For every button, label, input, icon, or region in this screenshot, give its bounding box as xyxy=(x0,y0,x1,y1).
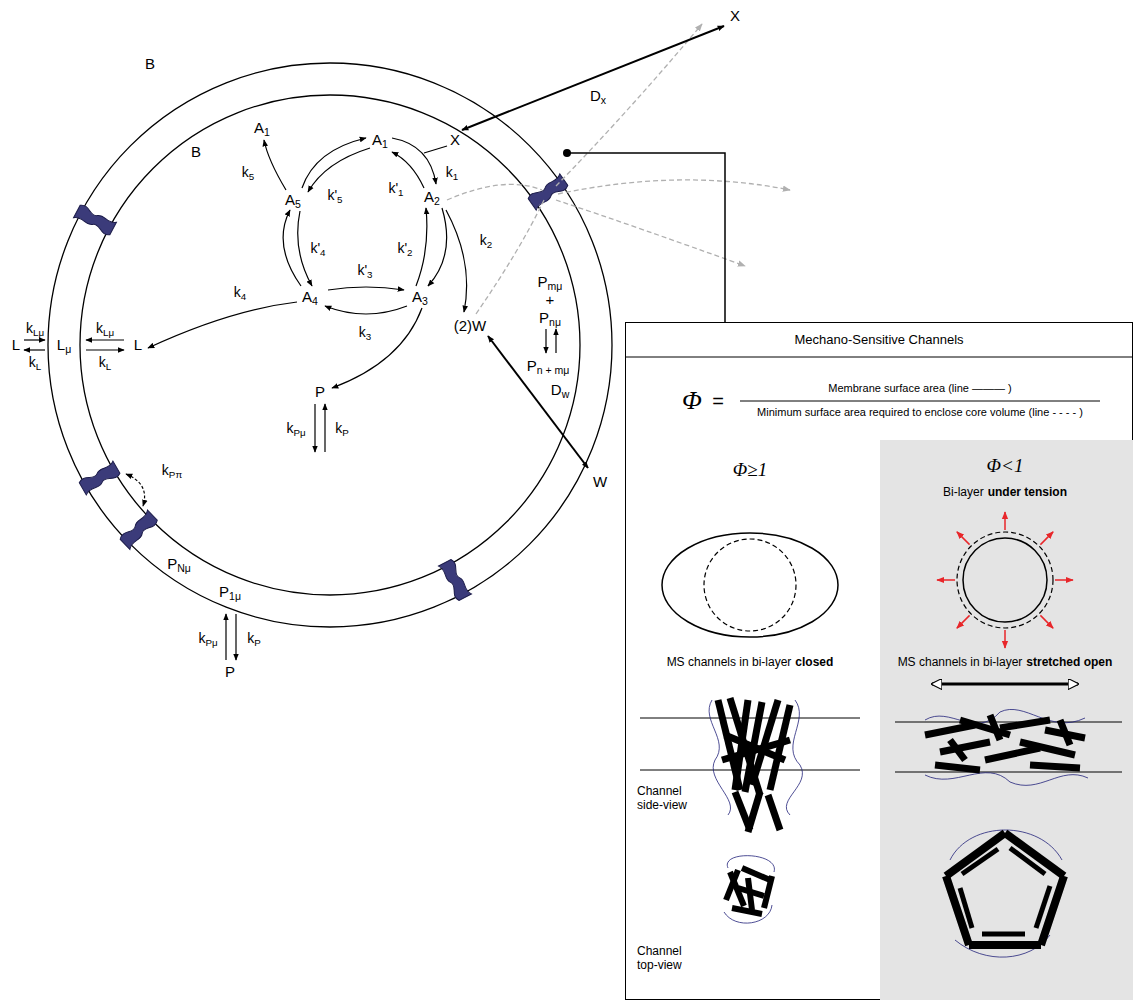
species-label: B xyxy=(191,143,201,161)
rate-constant: k5 xyxy=(242,164,254,181)
membrane-species: Lμ xyxy=(56,336,72,354)
rate-constant: kPπ xyxy=(162,462,182,479)
rate-constant: kL xyxy=(29,354,41,371)
caption-emphasis: closed xyxy=(795,655,833,669)
species-label: A1 xyxy=(372,131,388,149)
caption-text: MS channels in bi-layer xyxy=(667,655,792,669)
channel-open-side xyxy=(925,715,1085,770)
channel-loops xyxy=(709,700,1088,957)
rate-constant: k'5 xyxy=(327,187,342,204)
callout-connector xyxy=(612,153,725,322)
symbol: Φ xyxy=(682,385,702,416)
reaction-arrows xyxy=(24,26,724,660)
species-label: P xyxy=(225,663,235,681)
rate-constant: k'2 xyxy=(397,240,412,257)
rate-constant: kL xyxy=(99,354,111,371)
bilayer-lines xyxy=(640,718,1122,772)
species-label: A2 xyxy=(424,188,440,206)
rate-constant: kP xyxy=(335,420,349,437)
channel-closed-top xyxy=(726,868,772,914)
species-label: A3 xyxy=(412,288,428,306)
species-label: A1 xyxy=(254,119,270,137)
species-label: Pmμ xyxy=(538,273,563,291)
channel-closed-side xyxy=(718,698,790,832)
species-label: + xyxy=(546,291,555,309)
species-label: A4 xyxy=(302,288,318,306)
caption-emphasis: under tension xyxy=(988,485,1067,499)
condition-label: Φ<1 xyxy=(987,455,1024,478)
fraction-term: Minimum surface area required to enclose… xyxy=(757,406,1083,419)
species-label: X xyxy=(730,7,740,25)
species-label: L xyxy=(12,336,20,354)
species-label: W xyxy=(593,473,607,491)
bilayer-leaflet xyxy=(48,63,612,627)
species-label: A5 xyxy=(285,191,301,209)
caption-text: MS channels in bi-layer xyxy=(898,655,1023,669)
fraction-term: Membrane surface area (line ——— ) xyxy=(828,382,1011,395)
symbol: = xyxy=(712,389,724,413)
species-label: (2)W xyxy=(454,317,487,335)
species-label: Pnμ xyxy=(539,309,561,327)
species-label: Dx xyxy=(590,87,606,105)
inset-rules xyxy=(625,357,1133,401)
grey-efflux-paths xyxy=(447,24,790,314)
tension-panel: Φ<1Bi-layer under tension MS channels in b… xyxy=(880,440,1133,1000)
rate-constant: k'3 xyxy=(357,262,372,279)
rate-constant: kP xyxy=(247,630,261,647)
species-label: B xyxy=(145,55,155,73)
caption-text: Bi-layer xyxy=(943,485,984,499)
membrane-species: P1μ xyxy=(218,583,242,601)
caption-emphasis: stretched open xyxy=(1026,655,1112,669)
species-label: L xyxy=(134,336,142,354)
rate-constant: k1 xyxy=(446,164,458,181)
species-label: Dw xyxy=(551,381,569,399)
rate-constant: kPμ xyxy=(286,420,305,437)
species-label: Pn + mμ xyxy=(527,357,570,375)
caption-text: Channel side-view xyxy=(637,784,699,813)
caption-text: Channel top-view xyxy=(637,944,699,973)
rate-constant: k4 xyxy=(234,284,246,301)
rate-constant: k'1 xyxy=(388,180,403,197)
rate-constant: kLμ xyxy=(26,320,44,337)
rate-constant: k'4 xyxy=(310,240,325,257)
phi-figures xyxy=(662,512,1078,684)
rate-constant: kLμ xyxy=(96,320,114,337)
panel-title: Mechano-Sensitive Channels xyxy=(794,332,963,348)
condition-label: Φ≥1 xyxy=(733,459,767,482)
membrane-channels xyxy=(74,174,569,601)
membrane-species: PNμ xyxy=(166,555,192,573)
bilayer-leaflet xyxy=(80,95,580,595)
species-label: P xyxy=(315,383,325,401)
rate-constant: kPμ xyxy=(198,630,217,647)
rate-constant: k2 xyxy=(480,232,492,249)
channel-open-top xyxy=(946,833,1064,945)
species-label: X xyxy=(450,131,460,149)
callout-dot xyxy=(563,149,612,157)
rate-constant: k3 xyxy=(359,324,371,341)
